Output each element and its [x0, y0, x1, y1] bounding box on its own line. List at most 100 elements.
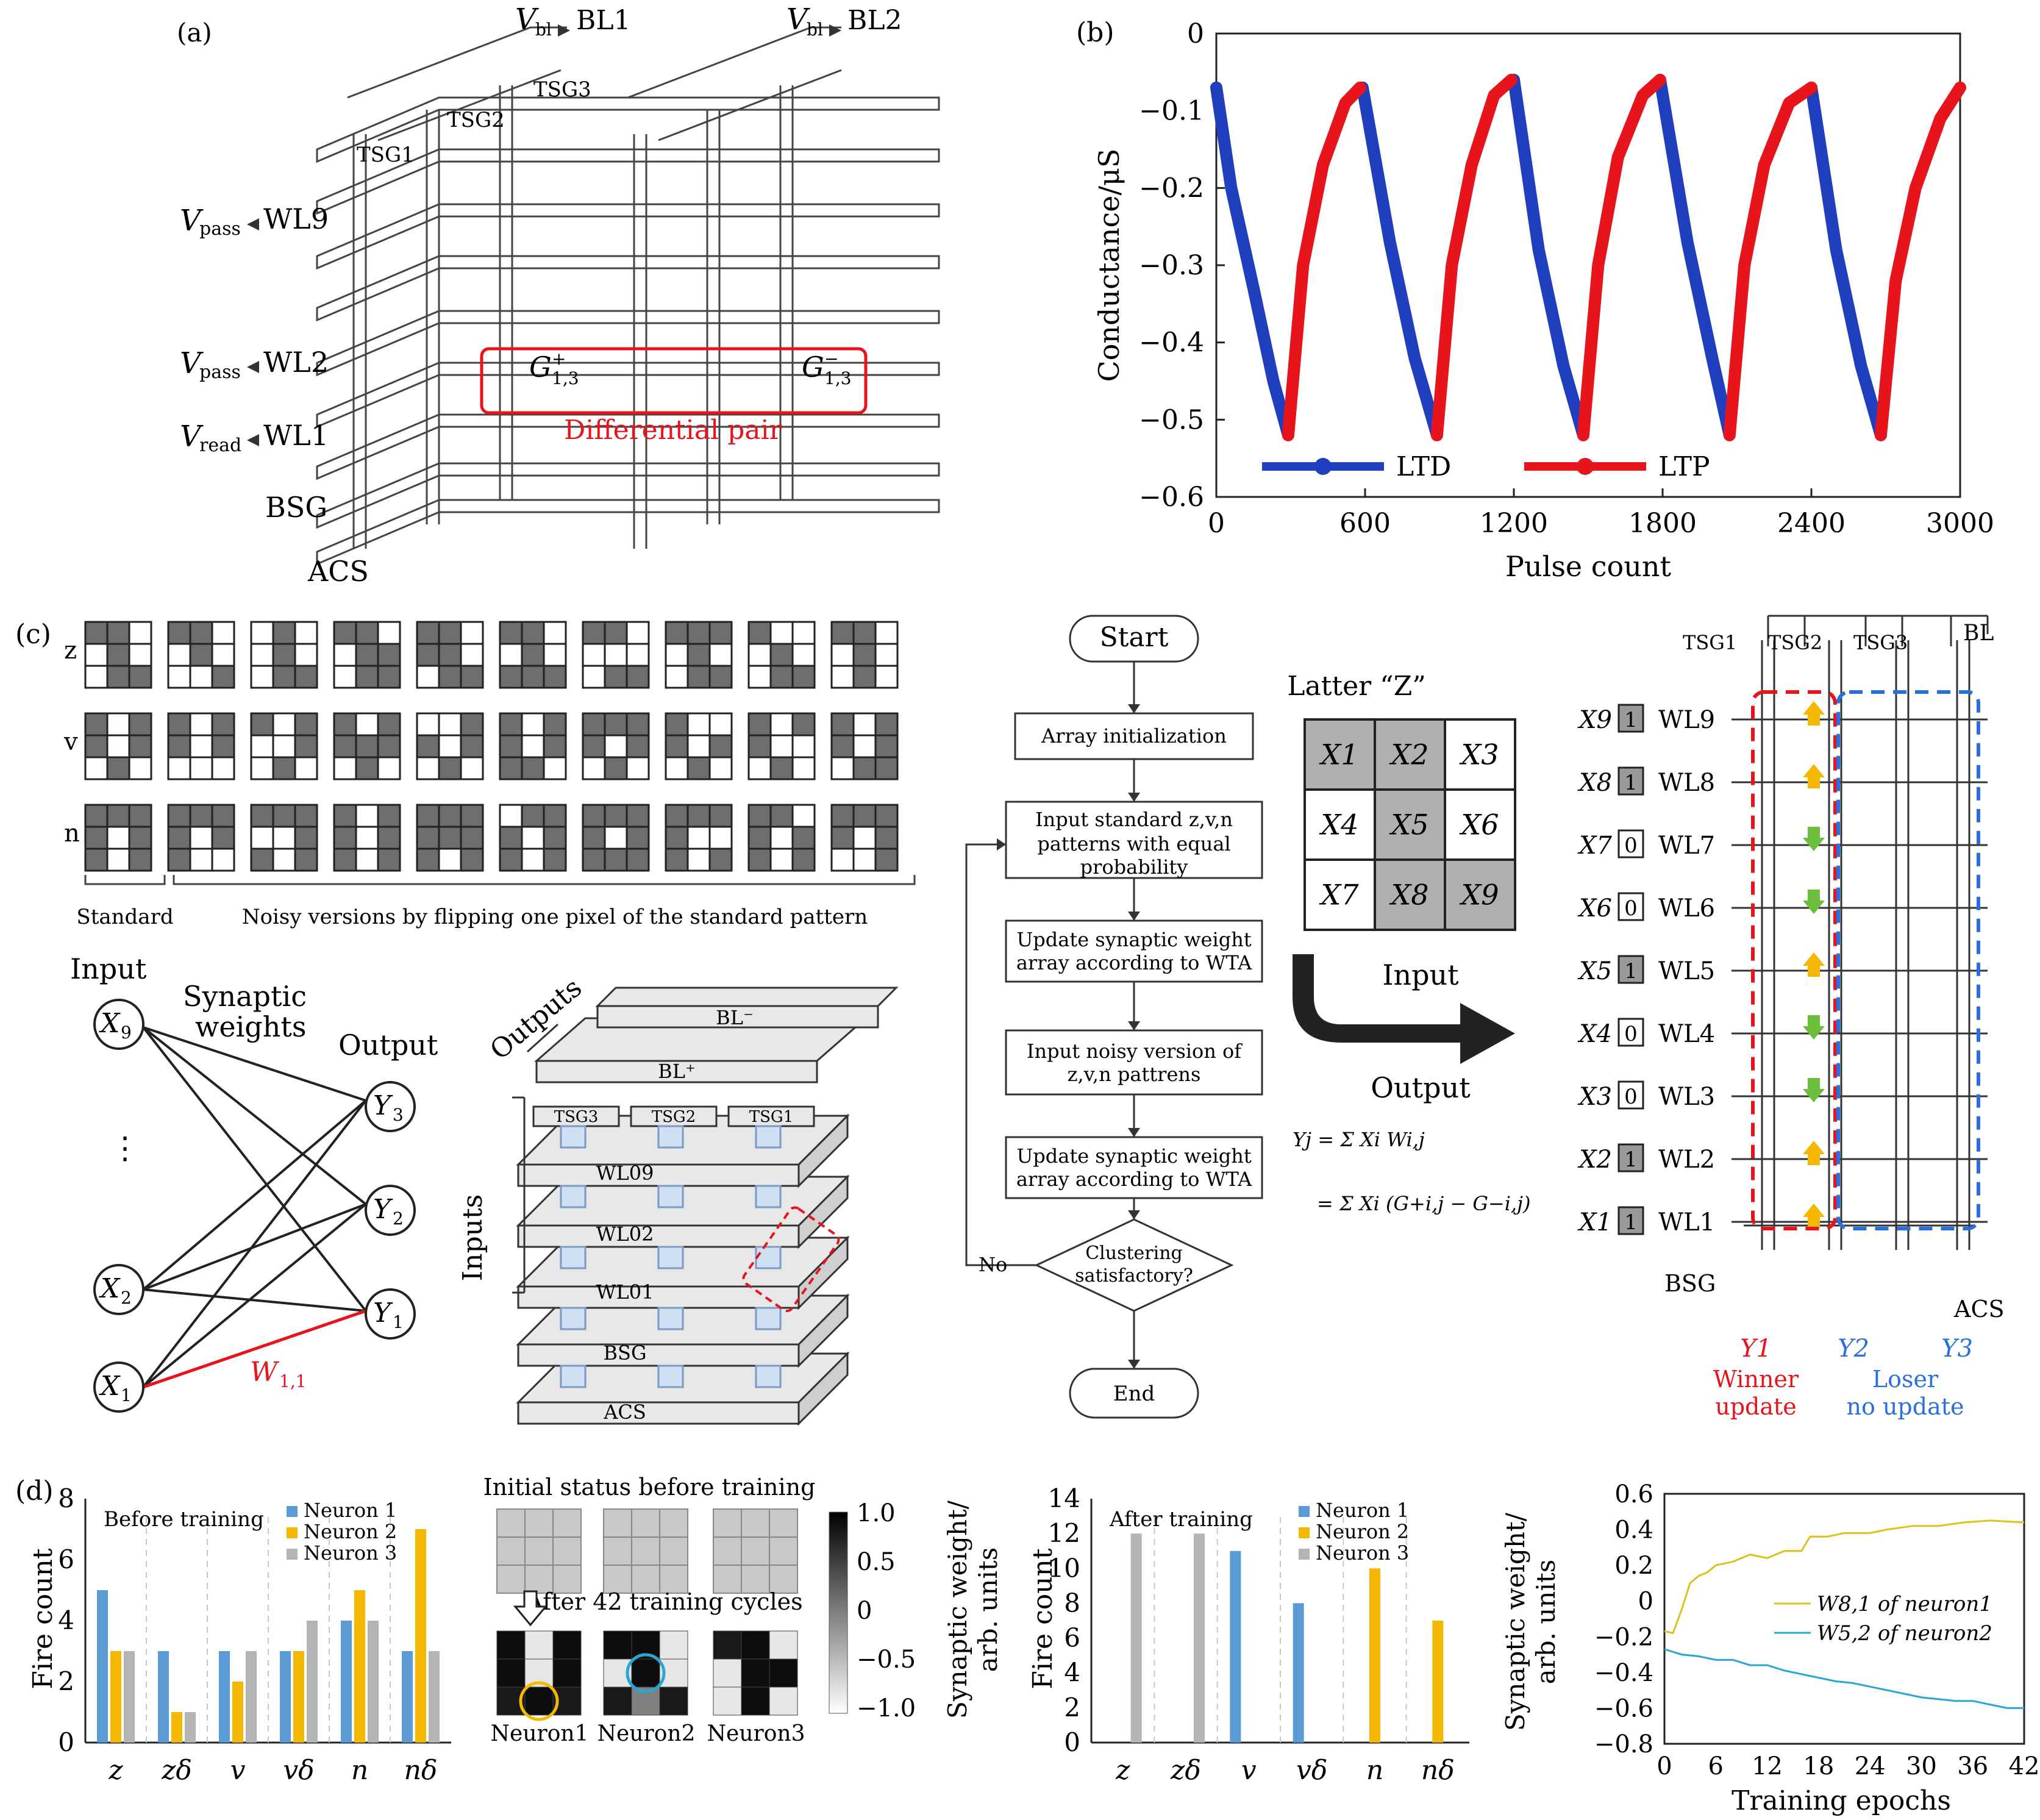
pattern-cell	[84, 712, 109, 737]
pattern-cell	[830, 712, 855, 737]
row-wl-label: WL4	[1658, 1020, 1715, 1048]
pattern-cell	[128, 665, 152, 689]
pattern-cell	[167, 848, 191, 872]
row-bit-box	[1617, 704, 1644, 733]
pattern-cell	[189, 826, 213, 850]
legend-label: Neuron 1	[1316, 1499, 1409, 1522]
pattern-cell	[355, 848, 379, 872]
pattern-cell	[830, 804, 855, 828]
x-tick-label: v	[230, 1755, 246, 1786]
pattern-cell	[521, 643, 545, 667]
pattern-cell	[708, 734, 733, 758]
row-bit-value: 1	[1624, 959, 1638, 983]
pattern-cell	[665, 621, 689, 645]
node-x2: X	[99, 1273, 121, 1304]
array-bsg: BSG	[1664, 1270, 1716, 1297]
colorbar-ticks: 1.00.50−0.5−1.0	[857, 1499, 916, 1722]
pattern-cell	[852, 756, 877, 780]
flow-no: No	[979, 1253, 1007, 1276]
highlight-circle-neuron2	[626, 1653, 666, 1693]
initial-map-cell	[603, 1536, 632, 1566]
row-bit-value: 0	[1624, 1022, 1638, 1046]
legend-label: W8,1 of neuron1	[1817, 1592, 1992, 1616]
pattern-cell	[106, 665, 130, 689]
x-tick-label: 600	[1339, 508, 1391, 539]
bl1-label: BL1	[576, 5, 631, 36]
pattern-cell	[377, 712, 401, 737]
pattern-cell	[521, 621, 545, 645]
wl2-v: V	[180, 346, 204, 380]
pattern-cell	[460, 826, 484, 850]
flow-input3: probability	[1080, 855, 1188, 879]
latter-cell-label: X7	[1319, 879, 1359, 912]
pattern-cell	[250, 712, 274, 737]
arrow-down-icon	[1803, 1078, 1825, 1102]
pattern-cell	[272, 756, 296, 780]
y-tick-label: 6	[1064, 1623, 1080, 1653]
pattern-cell	[167, 665, 191, 689]
row-label-n: n	[64, 819, 80, 848]
pattern-cell	[582, 804, 606, 828]
pattern-cell	[250, 804, 274, 828]
pattern-cell	[543, 734, 567, 758]
pattern-cell	[521, 734, 545, 758]
pattern-cell	[272, 804, 296, 828]
map-ylabel-2: arb. units	[973, 1547, 1003, 1672]
row-bit-box	[1617, 766, 1644, 796]
flow-start: Start	[1100, 622, 1169, 653]
pattern-cell	[499, 734, 523, 758]
pattern-cell	[687, 804, 711, 828]
pattern-cell	[416, 826, 440, 850]
pattern-cell	[333, 665, 357, 689]
pattern-cell	[377, 665, 401, 689]
pattern-cell	[250, 756, 274, 780]
stacked-layers	[516, 987, 899, 1426]
pattern-cell	[708, 621, 733, 645]
pattern-cell	[769, 826, 794, 850]
winner-box	[1751, 690, 1837, 1230]
node-y2: Y	[373, 1194, 393, 1225]
stack-acs: ACS	[603, 1401, 646, 1424]
flow-update1a: Update synaptic weight	[1016, 928, 1252, 951]
stack-wl09: WL09	[596, 1162, 654, 1185]
pattern-cell	[333, 826, 357, 850]
row-input-label: X8	[1577, 769, 1612, 797]
y-tick-label: −0.8	[1594, 1730, 1653, 1758]
pattern-cell	[250, 826, 274, 850]
tsg1-label: TSG1	[357, 143, 415, 167]
initial-map-cell	[524, 1536, 554, 1566]
differential-pair-label: Differential pair	[564, 415, 783, 446]
bar-neuron-2	[232, 1682, 243, 1743]
pattern-cell	[521, 712, 545, 737]
pattern-cell	[294, 756, 318, 780]
loser-box	[1836, 690, 1980, 1230]
panel-c-label: (c)	[15, 619, 51, 650]
bar-neuron-3	[368, 1621, 379, 1743]
pattern-cell	[521, 756, 545, 780]
differential-pair-box	[480, 347, 868, 415]
flow-input1: Input standard z,v,n	[1035, 808, 1233, 831]
pattern-cell	[272, 712, 296, 737]
flowchart	[1005, 615, 1263, 1419]
initial-map-cell	[713, 1565, 742, 1594]
pattern-cell	[438, 643, 462, 667]
trained-map-cell	[741, 1686, 770, 1716]
pattern-cell	[543, 665, 567, 689]
legend-label: Neuron 2	[1316, 1520, 1409, 1543]
series-ltp-line	[1723, 81, 1817, 441]
pattern-cell	[438, 756, 462, 780]
pattern-cell	[416, 643, 440, 667]
pattern-cell	[106, 712, 130, 737]
pattern-cell	[543, 804, 567, 828]
row-wl-label: WL6	[1658, 894, 1715, 922]
pattern-cell	[211, 643, 235, 667]
pattern-cell	[747, 848, 772, 872]
trained-map-cell	[713, 1630, 742, 1660]
node-x1: X	[99, 1371, 121, 1402]
y-tick-label: 12	[1048, 1518, 1080, 1548]
pattern-cell	[874, 804, 899, 828]
row-input-label: X3	[1577, 1083, 1612, 1111]
